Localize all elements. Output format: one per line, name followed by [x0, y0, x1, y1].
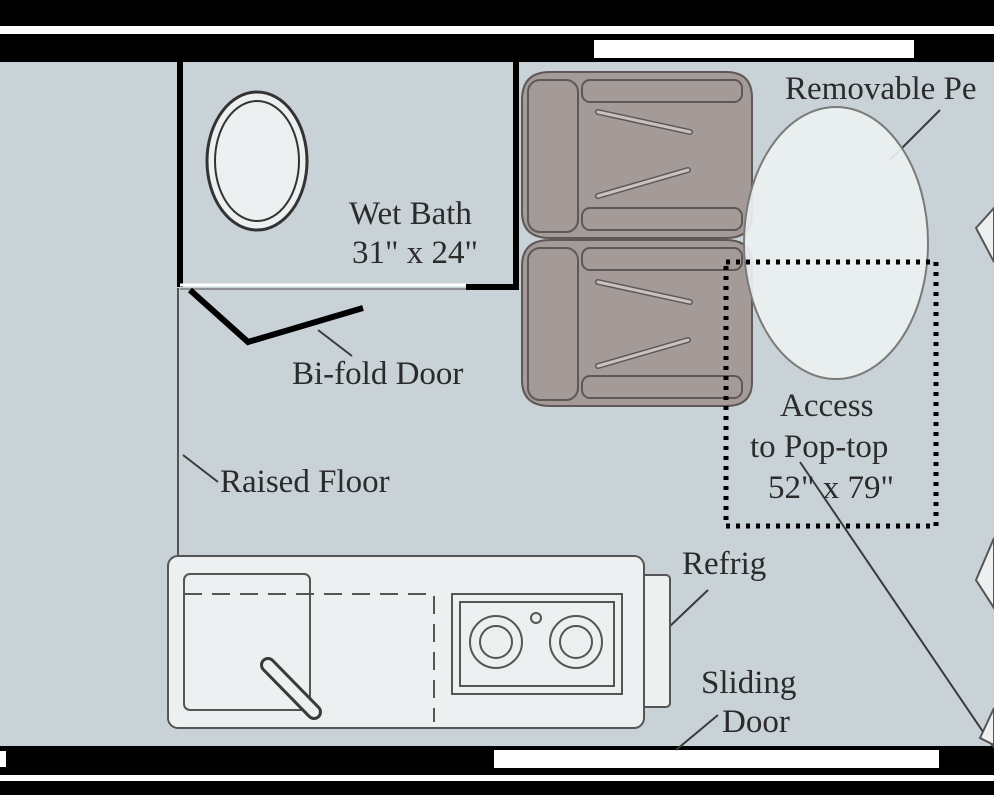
pop-top-access-area — [723, 259, 939, 529]
label-access: Access — [780, 388, 873, 424]
seat-lower — [521, 239, 753, 407]
label-bifold-door: Bi-fold Door — [292, 356, 463, 392]
label-to-pop-top: to Pop-top — [750, 429, 888, 465]
front-seat-edges — [974, 206, 994, 747]
galley-counter — [167, 555, 671, 729]
label-sliding: Sliding — [701, 665, 796, 701]
wet-bath — [177, 62, 519, 290]
label-pop-top-size: 52" x 79" — [768, 470, 894, 506]
label-leaders — [182, 109, 941, 751]
bottom-window — [494, 750, 939, 768]
toilet-icon — [205, 90, 309, 232]
label-refrig: Refrig — [682, 546, 766, 582]
door-swing-line — [799, 461, 994, 749]
label-door: Door — [722, 704, 790, 740]
label-wet-bath: Wet Bath — [349, 196, 472, 232]
top-wall — [0, 0, 994, 62]
top-window — [594, 40, 914, 58]
faucet-icon — [260, 657, 322, 720]
label-removable-pedestal: Removable Pe — [785, 71, 977, 107]
stove-icon — [451, 593, 623, 695]
label-wet-bath-size: 31" x 24" — [352, 235, 478, 271]
label-raised-floor: Raised Floor — [220, 464, 390, 500]
bottom-wall — [0, 746, 994, 795]
bifold-door-icon — [187, 287, 364, 346]
removable-table — [743, 106, 929, 380]
seat-upper — [521, 71, 753, 239]
